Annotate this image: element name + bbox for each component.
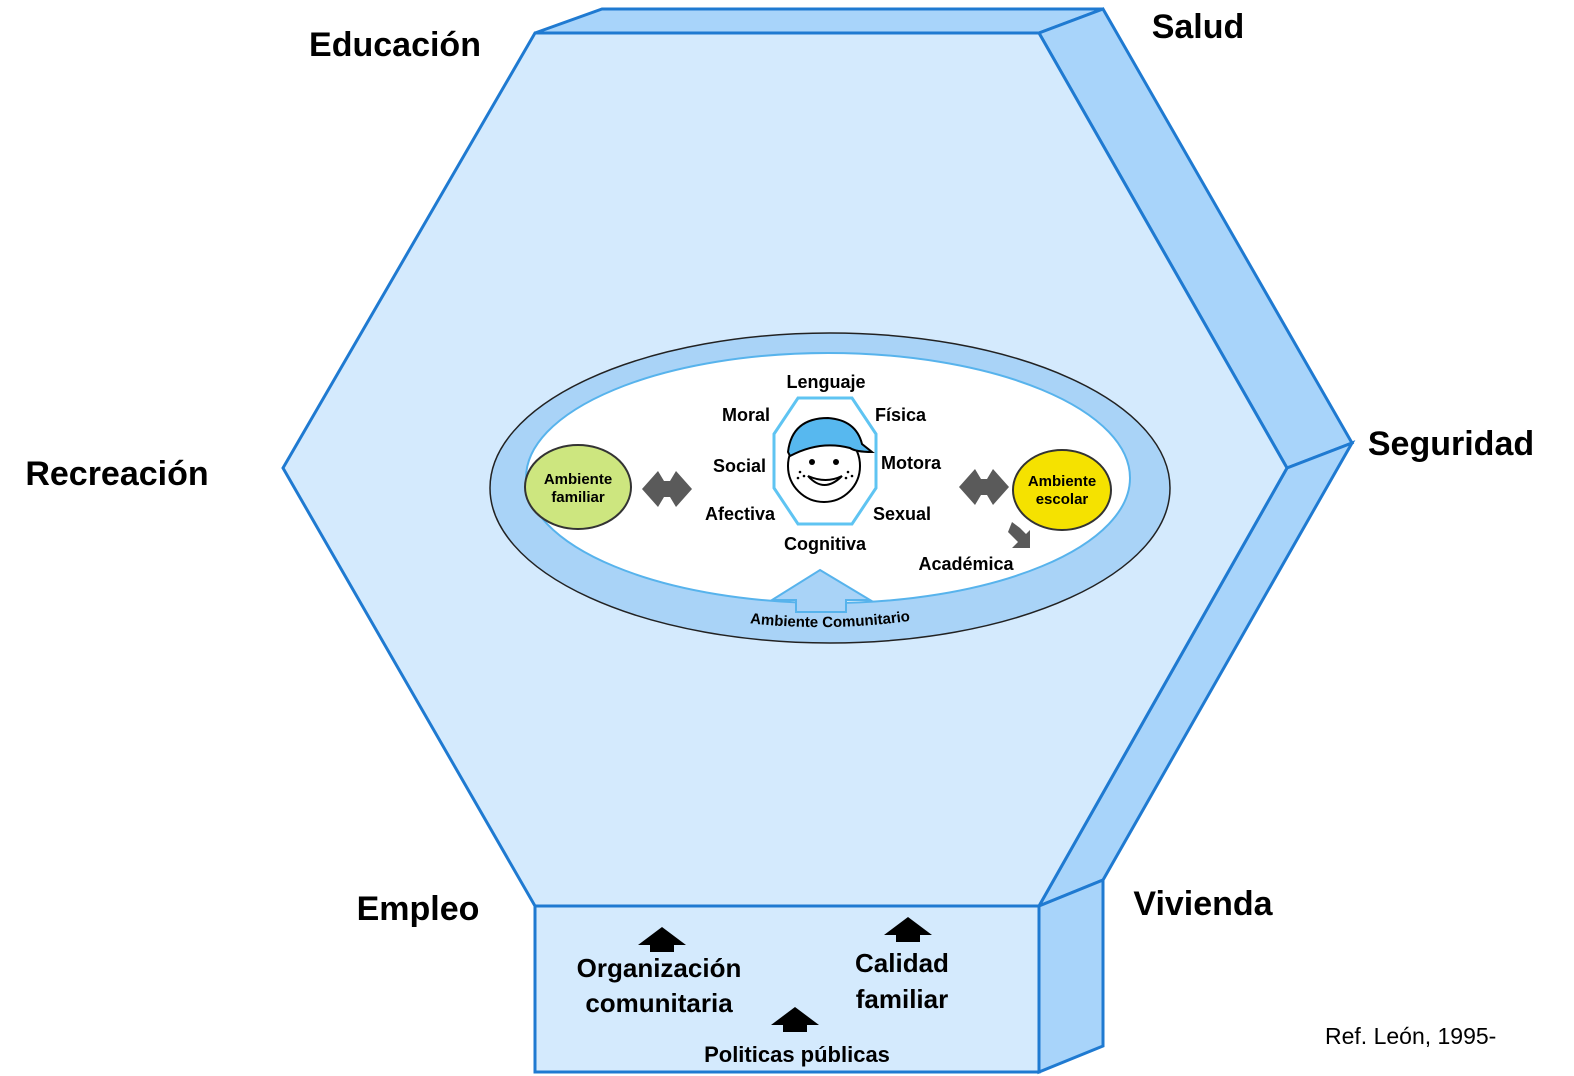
ambiente-escolar-label-2: escolar	[1036, 491, 1089, 508]
organizacion-label-2: comunitaria	[585, 988, 733, 1018]
calidad-label-1: Calidad	[855, 948, 949, 978]
dimension-cognitiva: Cognitiva	[784, 534, 867, 554]
politicas-label: Politicas públicas	[704, 1042, 890, 1067]
politicas-arrow-icon	[771, 1007, 819, 1032]
dimension-sexual: Sexual	[873, 504, 931, 524]
label-recreacion: Recreación	[25, 455, 208, 493]
ambiente-familiar-bubble	[524, 444, 632, 530]
dimension-moral: Moral	[722, 405, 770, 425]
base-box-front	[533, 904, 1041, 1074]
community-arrow-icon	[768, 568, 874, 613]
label-educacion: Educación	[309, 26, 481, 64]
academica-label: Académica	[918, 554, 1014, 574]
organizacion-arrow-icon	[638, 927, 686, 952]
ambiente-familiar-label-2: familiar	[551, 489, 605, 506]
hexagon-top-side	[534, 7, 1104, 35]
dimension-social: Social	[713, 456, 766, 476]
label-empleo: Empleo	[357, 890, 480, 928]
left-double-arrow-icon	[642, 471, 692, 507]
calidad-arrow-icon	[884, 917, 932, 942]
calidad-label-2: familiar	[856, 984, 949, 1014]
academica-arrow-icon	[1008, 522, 1030, 548]
dimension-afectiva: Afectiva	[705, 504, 776, 524]
ambiente-escolar-label-1: Ambiente	[1028, 473, 1096, 490]
dimension-motora: Motora	[881, 453, 942, 473]
ambiente-comunitario-label: Ambiente Comunitario	[749, 608, 910, 631]
ambiente-familiar-label-1: Ambiente	[544, 471, 612, 488]
ambiente-escolar-bubble	[1012, 449, 1112, 531]
label-salud: Salud	[1152, 8, 1245, 46]
label-vivienda: Vivienda	[1133, 885, 1273, 923]
right-double-arrow-icon	[959, 469, 1009, 505]
child-face-icon	[786, 416, 875, 503]
organizacion-label-1: Organización	[577, 953, 742, 983]
dimension-fisica: Física	[875, 405, 927, 425]
label-seguridad: Seguridad	[1368, 425, 1534, 463]
base-box-side	[1037, 877, 1105, 1075]
reference-text: Ref. León, 1995-	[1325, 1023, 1496, 1049]
dimension-lenguaje: Lenguaje	[786, 372, 865, 392]
